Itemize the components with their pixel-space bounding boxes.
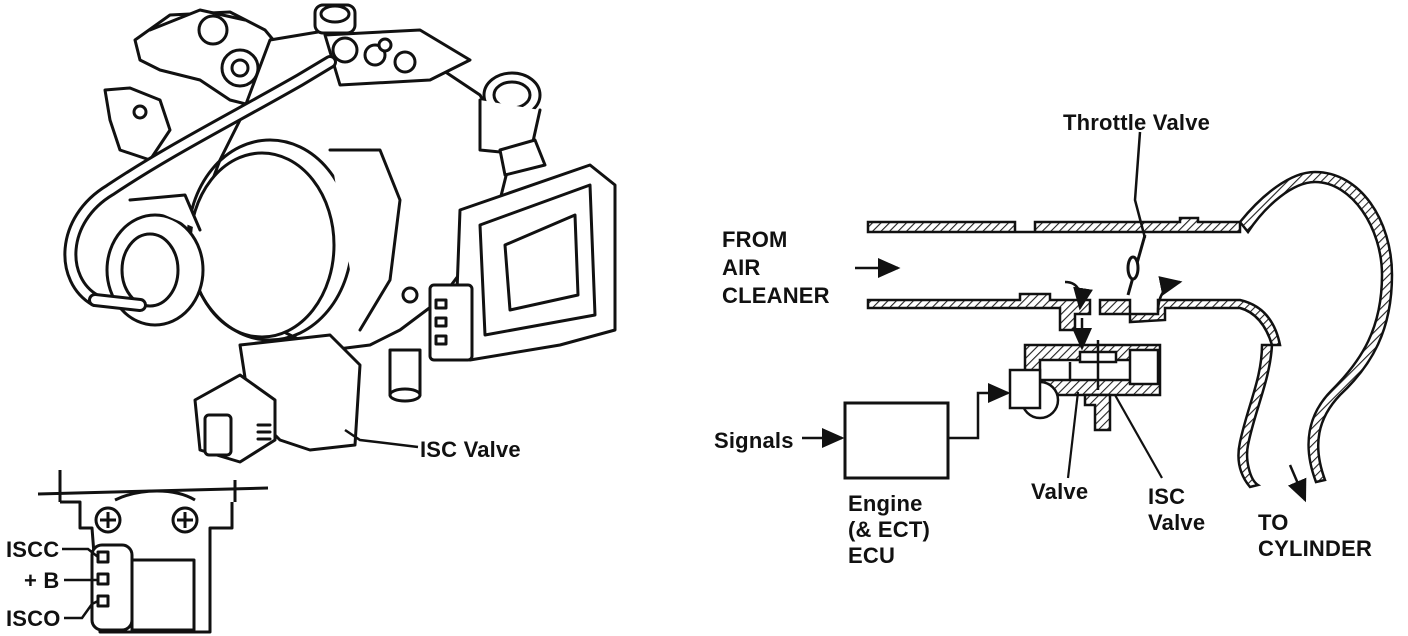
throttle-plate xyxy=(1126,234,1147,296)
leader-isc-valve xyxy=(344,428,419,449)
label-throttle-valve: Throttle Valve xyxy=(1063,110,1211,135)
isc-valve-body xyxy=(1008,340,1162,432)
label-to-line: TO xyxy=(1258,510,1289,535)
label-ecu-ect: (& ECT) xyxy=(848,517,931,542)
label-plus-b: + B xyxy=(24,568,60,593)
throttle-body-illustration xyxy=(63,3,617,464)
label-isc-line: ISC xyxy=(1148,484,1186,509)
intake-passage xyxy=(866,170,1394,489)
leader-lines-right xyxy=(1066,391,1163,479)
signal-wiring xyxy=(802,383,1011,448)
label-air-line: AIR xyxy=(722,255,761,280)
connector-leaders xyxy=(62,547,99,620)
ecu-box xyxy=(843,401,950,480)
label-isco: ISCO xyxy=(6,606,61,631)
label-ecu-engine: Engine xyxy=(848,491,923,516)
leader-throttle-valve xyxy=(1133,131,1147,239)
label-iscc: ISCC xyxy=(6,537,60,562)
label-isc-valve: ISC Valve xyxy=(420,437,521,462)
label-from-line: FROM xyxy=(722,227,788,252)
label-valve-line: Valve xyxy=(1148,510,1206,535)
label-from-air-cleaner: FROM AIR CLEANER xyxy=(722,226,830,310)
connector-detail xyxy=(37,470,269,634)
label-cylinder-line: CYLINDER xyxy=(1258,536,1373,561)
flow-arrows xyxy=(855,258,1307,503)
label-ecu-ecu: ECU xyxy=(848,543,896,568)
label-cleaner-line: CLEANER xyxy=(722,283,830,308)
label-ecu: Engine (& ECT) ECU xyxy=(848,491,930,569)
label-isc-valve-right: ISC Valve xyxy=(1148,484,1205,536)
label-signals: Signals xyxy=(714,428,794,453)
label-valve: Valve xyxy=(1031,479,1089,504)
label-to-cylinder: TO CYLINDER xyxy=(1258,510,1372,562)
